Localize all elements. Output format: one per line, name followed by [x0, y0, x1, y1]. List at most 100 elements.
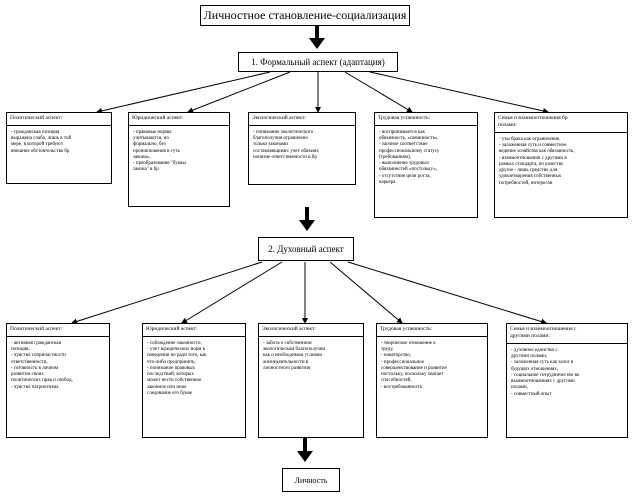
- aspect-line: - воспринимается как: [379, 129, 425, 135]
- aspect-header: Экологический аспект:: [249, 113, 355, 126]
- aspect-line: - чувство сопричастности: [11, 353, 66, 359]
- aspect-header: Семья и взаимоотношения бр полами:: [495, 113, 627, 133]
- aspect-line: - узы брака как ограничение,: [499, 136, 561, 142]
- aspect-line: профессиональному статусу: [379, 148, 440, 154]
- aspect-line: мере, в которой требуют: [11, 142, 64, 148]
- aspect-line: - новаторство,: [381, 353, 412, 359]
- aspect-line: взаимоотношениях с другими: [511, 379, 575, 384]
- aspect-line: - творческое отношение к: [381, 340, 436, 346]
- aspect-line: что-либо предпринять,: [147, 359, 196, 365]
- aspect-line: - готовность в личном: [11, 365, 59, 371]
- aspect-line: - гражданская позиция: [11, 129, 60, 135]
- aspect-line: только законами: [253, 142, 288, 148]
- aspect-line: закона»,: [133, 154, 151, 160]
- main-flow-arrow-3: [297, 438, 313, 462]
- aspect-line: - духовное единство с: [511, 347, 558, 353]
- aspect-line: проникновения в суть: [133, 148, 180, 154]
- aspect-line: - совместный опыт: [511, 391, 552, 397]
- aspect-line: - выполнение трудовых: [379, 161, 430, 167]
- aspect-line: политических прав и свобод,: [11, 378, 73, 384]
- aspect-line: может нести собственное: [147, 378, 202, 384]
- aspect-line: - забота о собственном: [263, 340, 312, 346]
- aspect-line: как о необходимом условии: [263, 353, 323, 359]
- stage1-legal-aspect: Юридический аспект: - правовые нормы учи…: [128, 112, 230, 207]
- stage2-family-relations: Семья и взаимоотношения с другими полами…: [506, 323, 628, 438]
- aspect-line: - востребованность: [381, 384, 423, 390]
- aspect-line: потребностей, интересов: [499, 180, 553, 186]
- stage1-ecological-aspect: Экологический аспект: - понимание эколог…: [248, 112, 356, 185]
- aspect-line: обязанностей «постольку»,: [379, 167, 438, 173]
- aspect-line: - активная гражданская: [11, 340, 61, 346]
- aspect-line: труду,: [381, 347, 394, 353]
- aspect-line: закона" в бр: [133, 167, 159, 173]
- main-flow-arrow-2: [299, 207, 315, 231]
- aspect-header: Юридический аспект:: [129, 113, 229, 126]
- aspect-line: ведение хозяйства как обязанность,: [499, 149, 575, 155]
- stage2-legal-aspect: Юридический аспект: - соблюдение законно…: [142, 323, 246, 438]
- aspect-line: будущих отношениях,: [511, 366, 559, 372]
- stage1-labor-success: Трудовая успешность: - воспринимается ка…: [374, 112, 478, 218]
- aspect-line: последствий, которых: [147, 372, 194, 378]
- aspect-header: Юридический аспект:: [143, 324, 245, 337]
- aspect-line: следование его букве: [147, 390, 192, 396]
- aspect-line: формально, без: [133, 142, 166, 148]
- aspect-line: - заложенная суть как залог в: [511, 360, 574, 366]
- aspect-line: - заложенная суть и совместное: [499, 143, 567, 148]
- stage2-political-aspect: Политический аспект: - активная гражданс…: [6, 323, 110, 438]
- aspect-line: рамках стандарта, по качеству: [499, 161, 564, 167]
- aspect-header: Политический аспект:: [7, 324, 109, 337]
- stage1-formal-aspect: 1. Формальный аспект (адаптация): [238, 52, 398, 72]
- aspect-line: понятие ответственности в бр: [253, 154, 317, 160]
- aspect-line: экологическом благополучии: [263, 347, 326, 353]
- aspect-line: другими полами,: [511, 354, 548, 359]
- aspect-line: (требованиям),: [379, 154, 411, 160]
- aspect-header: Трудовая успешность:: [375, 113, 477, 126]
- aspect-line: - отсутствие цели роста,: [379, 173, 431, 179]
- aspect-line: карьера: [379, 179, 396, 185]
- aspect-line: - учет юридических норм в: [147, 347, 206, 353]
- diagram-title: Личностное становление-социализация: [200, 5, 410, 26]
- aspect-line: благополучия ограничено: [253, 136, 308, 142]
- aspect-line: - понимание правовых: [147, 365, 196, 371]
- stage1-family-relations: Семья и взаимоотношения бр полами: - узы…: [494, 112, 628, 218]
- main-flow-arrow-1: [309, 25, 325, 49]
- result-personality: Личность: [282, 468, 340, 492]
- aspect-line: учитываются, но: [133, 136, 169, 142]
- stage2-labor-success: Трудовая успешность: - творческое отноше…: [376, 323, 488, 438]
- aspect-line: развитии своих: [11, 372, 44, 378]
- aspect-line: удовлетворения собственных: [499, 174, 562, 180]
- stage2-spiritual-aspect: 2. Духовный аспект: [258, 237, 354, 261]
- aspect-line: ответственности,: [11, 359, 48, 365]
- aspect-line: - соблюдение законности,: [147, 340, 202, 346]
- aspect-line: жизнедеятельности в: [263, 359, 309, 365]
- aspect-header: Политический аспект:: [7, 113, 111, 126]
- aspect-header: Трудовая успешность:: [377, 324, 487, 337]
- aspect-line: другое - лишь средство для: [499, 168, 558, 173]
- aspect-line: - социальное сотрудничество во: [511, 372, 580, 378]
- stage1-political-aspect: Политический аспект: - гражданская позиц…: [6, 112, 112, 184]
- aspect-line: внешние обстоятельства бр: [11, 148, 70, 154]
- aspect-line: - заочное соответствие: [379, 142, 428, 148]
- aspect-line: - чувство патриотизма: [11, 384, 59, 390]
- aspect-header: Семья и взаимоотношения с другими полами…: [507, 324, 627, 344]
- aspect-line: совершенствование и развитие: [381, 365, 447, 371]
- aspect-line: - преобразование "буквы: [133, 161, 186, 167]
- aspect-line: постольку, поскольку хватает: [381, 372, 444, 378]
- aspect-line: поведении не ради того, как: [147, 353, 207, 359]
- stage1-branch-arrows: [96, 71, 549, 114]
- aspect-line: - профессиональное: [381, 359, 424, 365]
- aspect-line: полами,: [511, 385, 528, 391]
- aspect-line: личностного развития: [263, 365, 311, 371]
- aspect-line: - правовые нормы: [133, 129, 172, 135]
- aspect-line: выражена слабо, лишь в той: [11, 136, 72, 142]
- stage2-ecological-aspect: Экологический аспект: - забота о собстве…: [258, 323, 364, 438]
- aspect-line: обязанность, «повинность»,: [379, 136, 439, 142]
- aspect-line: законное или иное: [147, 384, 187, 390]
- aspect-header: Экологический аспект:: [259, 324, 363, 337]
- aspect-line: составляющими: учет обязанн;: [253, 148, 320, 154]
- aspect-line: позиция,: [11, 347, 30, 353]
- aspect-line: - взаимоотношения с другими в: [499, 155, 567, 161]
- aspect-line: - понимание экологического: [253, 129, 314, 135]
